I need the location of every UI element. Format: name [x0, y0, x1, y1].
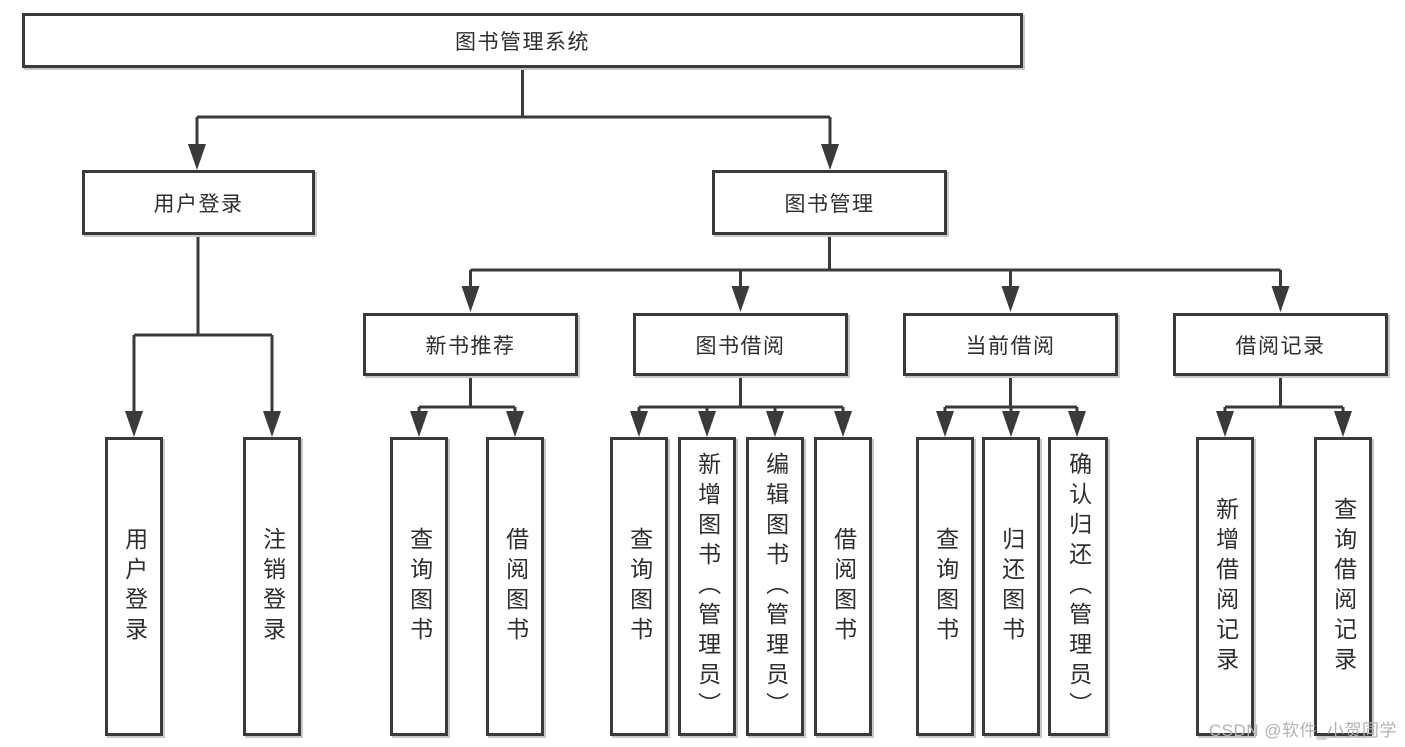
node-new-book-recommend-label: 新书推荐 — [425, 334, 516, 358]
leaf-current-return-book-label: 归还图书 — [998, 526, 1025, 647]
leaf-record-add: 新增借阅记录 — [1196, 437, 1254, 736]
arrowhead-icon — [1002, 411, 1020, 437]
leaf-logout-label: 注销登录 — [259, 526, 286, 647]
leaf-borrow-add-book: 新增图书（管理员） — [678, 437, 736, 736]
arrowhead-icon — [410, 411, 428, 437]
leaf-borrow-query-book-label: 查询图书 — [626, 526, 653, 647]
connector-root-to-level2 — [195, 68, 832, 148]
leaf-record-query: 查询借阅记录 — [1314, 437, 1372, 736]
node-borrow-record-label: 借阅记录 — [1235, 334, 1326, 358]
node-book-borrow: 图书借阅 — [633, 313, 848, 376]
arrowhead-icon — [936, 411, 954, 437]
connector-userlogin-to-leaves — [132, 235, 274, 414]
leaf-record-add-label: 新增借阅记录 — [1212, 496, 1239, 677]
leaf-recommend-borrow-book-label: 借阅图书 — [502, 526, 529, 647]
node-root-label: 图书管理系统 — [455, 30, 590, 54]
arrowhead-icon — [766, 411, 784, 437]
leaf-current-query-book: 查询图书 — [916, 437, 974, 736]
node-current-borrow-label: 当前借阅 — [965, 334, 1056, 358]
arrowhead-icon — [1271, 286, 1290, 312]
arrowhead-icon — [1001, 286, 1020, 312]
arrowhead-icon — [125, 411, 143, 437]
leaf-current-confirm-return-label: 确认归还（管理员） — [1065, 451, 1092, 722]
arrowhead-icon — [188, 144, 206, 170]
node-book-management: 图书管理 — [712, 170, 947, 235]
arrowhead-icon — [834, 411, 852, 437]
leaf-record-query-label: 查询借阅记录 — [1330, 496, 1357, 677]
arrowhead-icon — [506, 411, 524, 437]
leaf-user-login-label: 用户登录 — [121, 526, 148, 647]
connector-currentborrow-to-leaves — [943, 376, 1079, 414]
leaf-logout: 注销登录 — [243, 437, 301, 736]
connector-borrowrecord-to-leaves — [1223, 376, 1345, 414]
node-current-borrow: 当前借阅 — [903, 313, 1118, 376]
leaf-recommend-query-book-label: 查询图书 — [406, 526, 433, 647]
node-book-borrow-label: 图书借阅 — [695, 334, 786, 358]
node-borrow-record: 借阅记录 — [1173, 313, 1388, 376]
leaf-borrow-query-book: 查询图书 — [610, 437, 668, 736]
connector-bookmgmt-to-level3 — [469, 235, 1282, 290]
leaf-recommend-borrow-book: 借阅图书 — [486, 437, 544, 736]
node-user-login: 用户登录 — [82, 170, 315, 235]
node-new-book-recommend: 新书推荐 — [363, 313, 578, 376]
leaf-user-login: 用户登录 — [105, 437, 163, 736]
arrowhead-icon — [263, 411, 281, 437]
arrowhead-icon — [731, 286, 750, 312]
node-root: 图书管理系统 — [22, 13, 1023, 68]
arrowhead-icon — [821, 144, 839, 170]
arrowhead-icon — [630, 411, 648, 437]
leaf-current-query-book-label: 查询图书 — [932, 526, 959, 647]
arrowhead-icon — [698, 411, 716, 437]
connector-recommend-to-leaves — [417, 376, 517, 414]
leaf-current-return-book: 归还图书 — [982, 437, 1040, 736]
leaf-recommend-query-book: 查询图书 — [390, 437, 448, 736]
arrowhead-icon — [1334, 411, 1352, 437]
leaf-current-confirm-return: 确认归还（管理员） — [1048, 437, 1108, 736]
arrowhead-icon — [461, 286, 480, 312]
arrowhead-icon — [1216, 411, 1234, 437]
arrowhead-icons — [125, 144, 1352, 437]
node-book-management-label: 图书管理 — [784, 192, 875, 216]
leaf-borrow-add-book-label: 新增图书（管理员） — [694, 451, 721, 722]
leaf-borrow-edit-book-label: 编辑图书（管理员） — [762, 451, 789, 722]
leaf-borrow-borrow-book: 借阅图书 — [814, 437, 872, 736]
node-user-login-label: 用户登录 — [153, 192, 244, 216]
connector-bookborrow-to-leaves — [637, 376, 845, 414]
arrowhead-icon — [1068, 411, 1086, 437]
leaf-borrow-borrow-book-label: 借阅图书 — [830, 526, 857, 647]
leaf-borrow-edit-book: 编辑图书（管理员） — [746, 437, 804, 736]
csdn-watermark: CSDN @软件_小贺同学 — [1208, 721, 1397, 740]
